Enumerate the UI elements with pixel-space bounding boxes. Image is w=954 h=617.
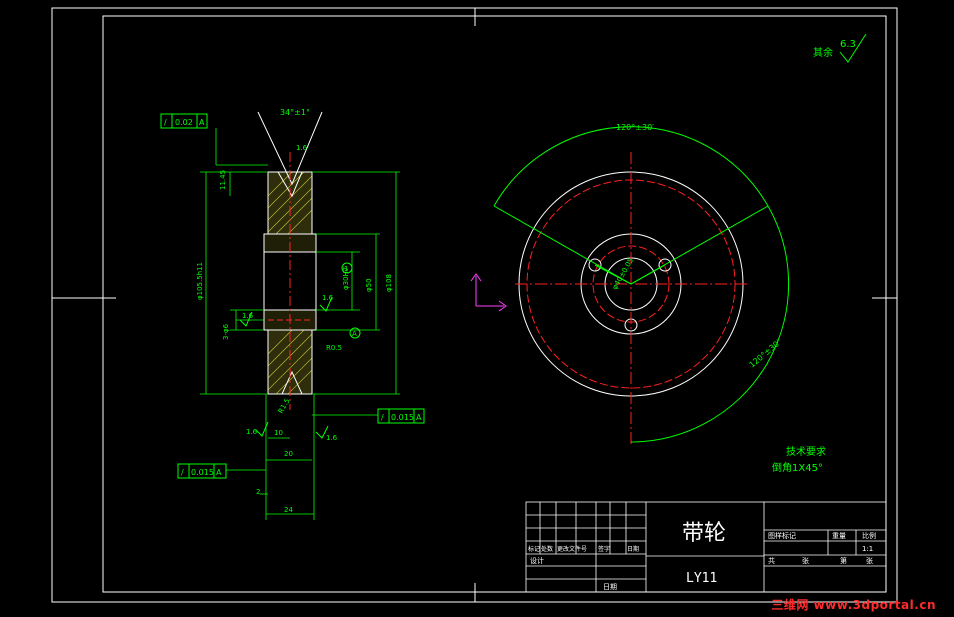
svg-text:A: A bbox=[416, 413, 422, 422]
svg-text:R0.5: R0.5 bbox=[326, 344, 342, 352]
svg-text:A: A bbox=[216, 468, 222, 477]
part-name: 带轮 bbox=[682, 521, 726, 546]
surface-finish-value: 6.3 bbox=[840, 39, 856, 50]
inner-frame bbox=[102, 15, 887, 593]
svg-text:重量: 重量 bbox=[832, 532, 846, 540]
svg-text:2: 2 bbox=[256, 488, 260, 496]
svg-text:20: 20 bbox=[284, 450, 293, 458]
svg-text:0.015: 0.015 bbox=[391, 413, 414, 422]
svg-text:120°±30′: 120°±30′ bbox=[748, 338, 783, 369]
svg-text:第: 第 bbox=[840, 556, 847, 565]
section-view: 34°±1° 1.6 11.45 φ105.5 bbox=[160, 108, 425, 520]
svg-text:共: 共 bbox=[768, 556, 775, 565]
svg-text:10: 10 bbox=[274, 429, 283, 437]
svg-text:张: 张 bbox=[866, 556, 873, 565]
svg-text:1.6: 1.6 bbox=[242, 312, 254, 320]
svg-text:1:1: 1:1 bbox=[862, 545, 873, 553]
svg-text:1.6: 1.6 bbox=[326, 434, 338, 442]
tolerance-frame-left: / 0.015 A bbox=[177, 463, 227, 479]
svg-text:张: 张 bbox=[802, 556, 809, 565]
svg-text:A: A bbox=[352, 330, 357, 338]
svg-text:/: / bbox=[381, 413, 384, 422]
svg-text:120°±30′: 120°±30′ bbox=[616, 123, 654, 132]
tolerance-frame-right: / 0.015 A bbox=[377, 408, 425, 424]
tech-req-title: 技术要求 bbox=[786, 445, 826, 458]
drawing-number: LY11 bbox=[686, 571, 717, 586]
svg-text:A: A bbox=[199, 118, 205, 127]
svg-text:1.6: 1.6 bbox=[296, 144, 308, 152]
title-block bbox=[525, 501, 887, 593]
svg-text:签字: 签字 bbox=[598, 545, 610, 553]
svg-text:/: / bbox=[181, 468, 184, 477]
svg-text:0.02: 0.02 bbox=[175, 118, 193, 127]
svg-text:φ40±0.05: φ40±0.05 bbox=[611, 257, 635, 291]
svg-text:11.45: 11.45 bbox=[219, 170, 227, 190]
svg-text:0.015: 0.015 bbox=[191, 468, 214, 477]
outer-frame bbox=[51, 7, 898, 603]
svg-text:24: 24 bbox=[284, 506, 293, 514]
svg-text:3-φ6: 3-φ6 bbox=[222, 323, 230, 340]
surface-finish-label: 其余 bbox=[813, 46, 833, 59]
svg-text:图样标记: 图样标记 bbox=[768, 531, 796, 540]
svg-text:标记: 标记 bbox=[528, 545, 540, 553]
tech-req-note: 倒角1X45° bbox=[772, 462, 823, 474]
svg-text:处数: 处数 bbox=[541, 545, 553, 553]
svg-text:φ30H7: φ30H7 bbox=[342, 267, 350, 290]
svg-text:1.6: 1.6 bbox=[322, 294, 334, 302]
svg-text:1: 1 bbox=[344, 265, 348, 273]
svg-text:/: / bbox=[164, 118, 167, 127]
svg-text:设计: 设计 bbox=[530, 556, 544, 565]
svg-text:R1.5: R1.5 bbox=[277, 397, 292, 415]
dim-outer: φ105.5h11 bbox=[196, 262, 204, 300]
svg-text:日期: 日期 bbox=[627, 545, 639, 553]
groove-angle: 34°±1° bbox=[280, 108, 310, 117]
svg-text:1.6: 1.6 bbox=[246, 428, 258, 436]
svg-text:更改文件号: 更改文件号 bbox=[557, 545, 587, 553]
svg-text:日期: 日期 bbox=[603, 583, 617, 591]
svg-text:φ108: φ108 bbox=[385, 274, 393, 292]
front-view: φ40±0.05 120°±30′ 120°±30′ bbox=[493, 123, 790, 444]
svg-text:φ50: φ50 bbox=[365, 278, 373, 292]
tolerance-frame-top: / 0.02 A bbox=[160, 113, 208, 129]
surface-finish-symbol: 其余 6.3 bbox=[813, 33, 867, 63]
svg-text:比例: 比例 bbox=[862, 531, 876, 540]
watermark: 三维网 www.3dportal.cn bbox=[771, 598, 936, 612]
ucs-icon bbox=[470, 273, 507, 312]
